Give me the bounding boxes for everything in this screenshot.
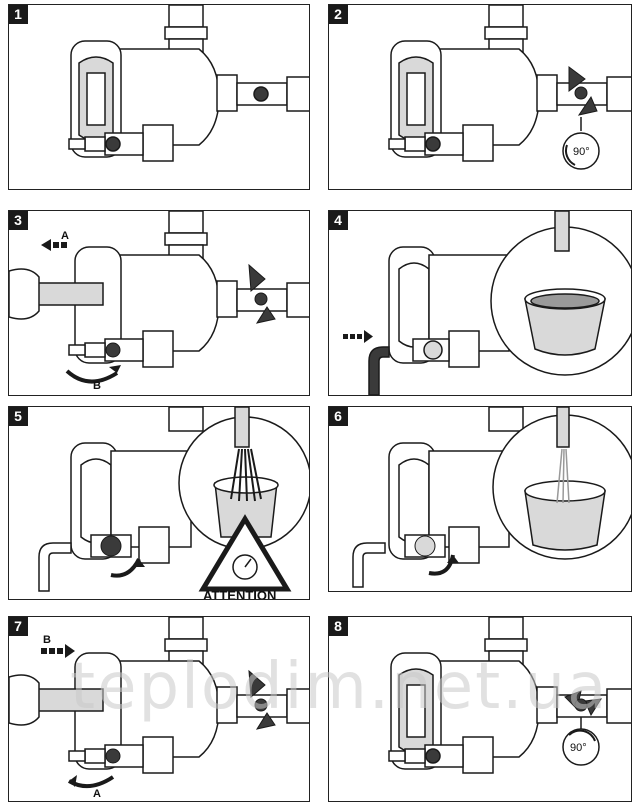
- flow-arrow: [343, 330, 373, 343]
- butterfly-handle: [568, 66, 598, 116]
- butterfly-handle: [248, 669, 276, 730]
- rotation-label: 90°: [573, 146, 590, 158]
- pressure-gauge-icon: [232, 554, 258, 580]
- filter-disassembly-illustration: A B: [9, 211, 309, 392]
- step-number: 3: [9, 211, 28, 230]
- flush-complete-illustration: [352, 407, 631, 588]
- label-a: A: [93, 788, 101, 800]
- label-b: B: [93, 380, 101, 392]
- rotation-label: 90°: [570, 742, 587, 754]
- extracted-cartridge: [9, 268, 104, 320]
- step-panel-4: 4: [328, 210, 632, 396]
- outlet-valve: [216, 74, 309, 112]
- step-number: 7: [9, 617, 28, 636]
- pull-arrow-a: [41, 239, 67, 251]
- turn-arrow-b: [65, 369, 119, 384]
- warning-triangle: [198, 514, 292, 592]
- step-panel-5: 5 ATTENTION: [8, 406, 310, 600]
- step-number: 6: [329, 407, 348, 426]
- label-a: A: [61, 230, 69, 242]
- magnified-bucket-view: [492, 407, 631, 560]
- reopen-valve-illustration: 90°: [388, 617, 631, 774]
- drain-valve: [68, 124, 174, 162]
- step-panel-6: 6: [328, 406, 632, 592]
- step-panel-8: 8 90°: [328, 616, 632, 802]
- label-b: B: [43, 634, 51, 646]
- rotation-indicator: [562, 717, 600, 766]
- flush-preparation-illustration: [343, 211, 631, 395]
- butterfly-handle: [248, 263, 276, 324]
- step-panel-7: 7 B A: [8, 616, 310, 802]
- inserted-cartridge: [9, 674, 104, 726]
- magnified-bucket-view: [490, 211, 631, 376]
- step-number: 1: [9, 5, 28, 24]
- step-panel-1: 1: [8, 4, 310, 190]
- rotation-indicator: [562, 117, 600, 170]
- push-arrow-b: [41, 644, 75, 658]
- cartridge-reinsert-illustration: B A: [9, 617, 309, 800]
- turn-arrow: [110, 558, 141, 578]
- step-panel-2: 2 90°: [328, 4, 632, 190]
- warning-label: ATTENTION: [203, 588, 276, 600]
- step-number: 2: [329, 5, 348, 24]
- filter-assembly-illustration: [68, 5, 309, 162]
- step-number: 8: [329, 617, 348, 636]
- filter-assembly-illustration: 90°: [388, 5, 631, 170]
- step-panel-3: 3 A B: [8, 210, 310, 396]
- butterfly-handle: [564, 690, 602, 717]
- magnified-bucket-view: [178, 407, 309, 550]
- filter-body: [70, 40, 220, 158]
- pipe-vertical: [164, 5, 208, 54]
- flush-warning-illustration: ATTENTION: [38, 407, 309, 600]
- step-number: 5: [9, 407, 28, 426]
- step-number: 4: [329, 211, 348, 230]
